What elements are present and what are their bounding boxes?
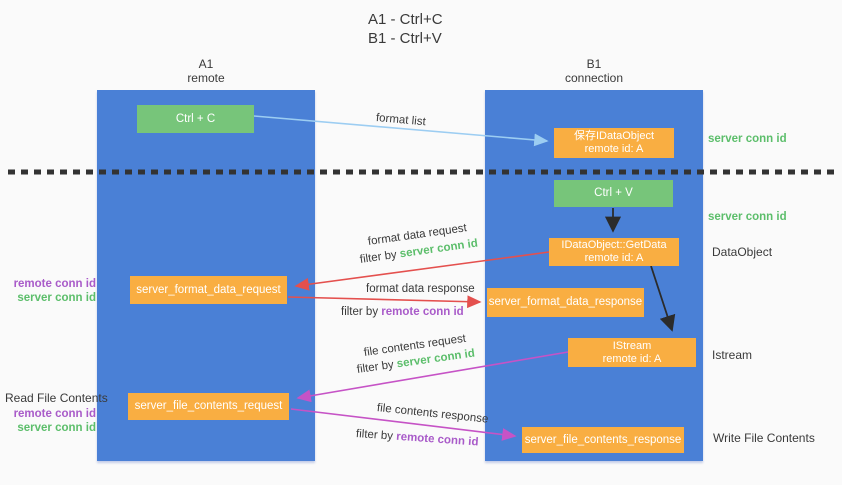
node-istream-line2: remote id: A <box>602 352 662 365</box>
label-conn-ids-format-request: remote conn id server conn id <box>0 277 96 305</box>
label-conn-ids-file-request: remote conn id server conn id <box>0 407 96 435</box>
title-line-2: B1 - Ctrl+V <box>368 30 442 47</box>
arrow-format-data-request <box>294 251 550 291</box>
filter-by-text-4: filter by <box>355 428 394 443</box>
node-save-idataobject-line1: 保存IDataObject <box>573 130 655 142</box>
label-server-conn-id-mid-right: server conn id <box>708 211 787 223</box>
node-idataobject-getdata: IDataObject::GetData remote id: A <box>549 238 679 266</box>
node-save-idataobject-line2: remote id: A <box>584 143 644 155</box>
edge-label-filter-by-remote-conn-id-1: filter by remote conn id <box>341 306 464 318</box>
node-server-file-contents-request: server_file_contents_request <box>128 393 289 420</box>
arrow-file-contents-request <box>296 351 569 403</box>
node-server-format-data-response-label: server_format_data_response <box>488 296 643 308</box>
lane-b1-role: connection <box>564 71 624 85</box>
node-ctrl-c: Ctrl + C <box>137 105 254 133</box>
arrow-file-contents-response <box>290 408 517 441</box>
node-istream: IStream remote id: A <box>568 338 696 367</box>
edge-label-format-data-response: format data response <box>366 283 475 295</box>
node-ctrl-v: Ctrl + V <box>554 180 673 207</box>
arrow-getdata-to-istream <box>650 265 676 332</box>
label-istream: Istream <box>712 348 753 362</box>
label-server-conn-id-left-1: server conn id <box>17 292 96 304</box>
node-server-format-data-request: server_format_data_request <box>130 276 287 304</box>
label-dataobject: DataObject <box>712 245 773 259</box>
label-remote-conn-id-left-1: remote conn id <box>13 278 96 290</box>
filter-by-text-2: filter by <box>341 306 379 318</box>
node-ctrl-c-label: Ctrl + C <box>175 112 216 125</box>
title-line-1: A1 - Ctrl+C <box>368 11 443 28</box>
node-server-file-contents-response-label: server_file_contents_response <box>524 433 682 446</box>
node-istream-line1: IStream <box>612 339 652 352</box>
label-read-file-contents: Read File Contents <box>5 391 108 405</box>
node-getdata-line1: IDataObject::GetData <box>561 239 667 251</box>
node-ctrl-v-label: Ctrl + V <box>594 187 633 199</box>
node-server-format-data-response: server_format_data_response <box>487 288 644 317</box>
label-server-conn-id-left-2: server conn id <box>17 422 96 434</box>
lane-header-a1: A1 remote <box>97 57 315 85</box>
node-getdata-line2: remote id: A <box>584 252 644 264</box>
lane-b1-name: B1 <box>586 57 602 71</box>
node-server-format-data-request-label: server_format_data_request <box>136 283 281 296</box>
arrow-format-list <box>253 115 549 147</box>
label-server-conn-id-top-right: server conn id <box>708 133 787 145</box>
lane-a1-role: remote <box>187 71 225 85</box>
lane-header-b1: B1 connection <box>485 57 703 85</box>
label-remote-conn-id-left-2: remote conn id <box>13 408 96 420</box>
node-save-idataobject: 保存IDataObject remote id: A <box>554 128 674 158</box>
lane-a1-name: A1 <box>198 57 214 71</box>
diagram-title: A1 - Ctrl+C B1 - Ctrl+V <box>368 10 443 48</box>
node-server-file-contents-response: server_file_contents_response <box>522 427 684 453</box>
arrow-format-data-response <box>287 295 482 309</box>
label-write-file-contents: Write File Contents <box>713 431 815 445</box>
remote-conn-id-text-1: remote conn id <box>381 306 464 318</box>
node-server-file-contents-request-label: server_file_contents_request <box>134 400 283 412</box>
